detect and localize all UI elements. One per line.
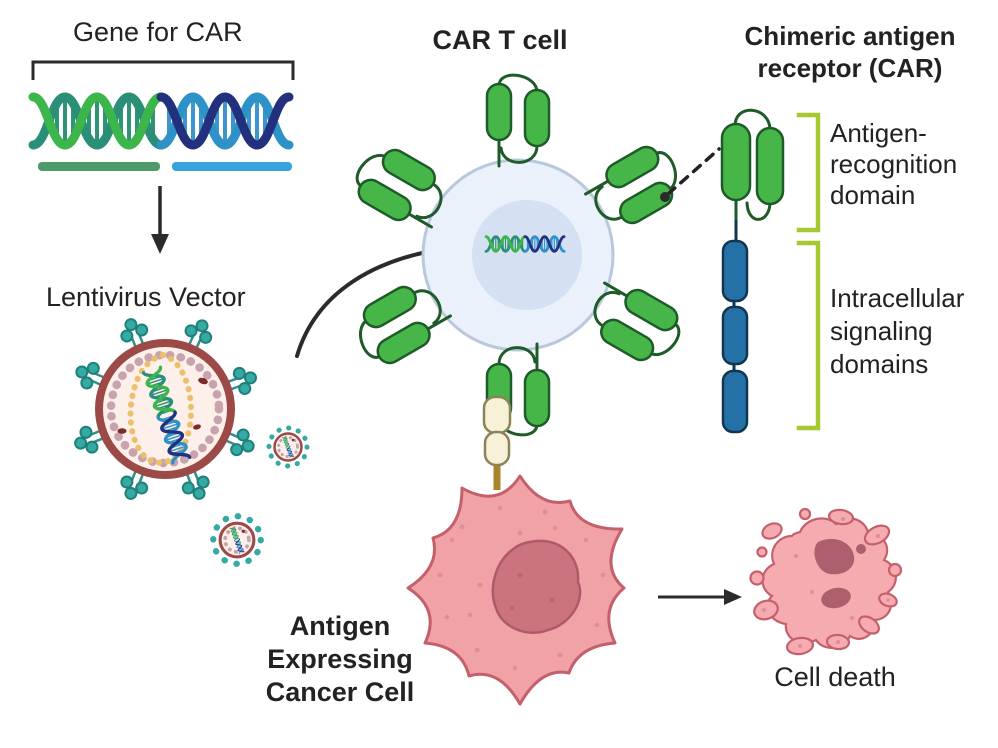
antigen-capsule-bottom: [483, 430, 511, 467]
antigen-domain-bracket: [796, 112, 821, 233]
t-cell-nucleus: [472, 200, 582, 310]
cancer-cell-label: Antigen Expressing Cancer Cell: [265, 611, 415, 707]
callout-dashed-line: [666, 147, 721, 196]
callout-dot: [660, 192, 670, 202]
car-t-cell-title: CAR T cell: [432, 25, 568, 55]
gene-span-bracket: [31, 60, 295, 80]
gene-segment-bar-green: [38, 162, 160, 171]
apoptotic-bodies: [749, 507, 903, 656]
antigen-capsule-top: [482, 395, 512, 435]
cell-death-label: Cell death: [774, 662, 896, 692]
chimeric-antigen-receptor-title: Chimeric antigen receptor (CAR): [744, 21, 956, 83]
small-virus-1: [269, 428, 307, 466]
antigen-recognition-domain-label: Antigen-recognition domain: [830, 118, 958, 210]
small-virus-2: [213, 516, 261, 564]
signaling-domain-bracket: [796, 240, 821, 431]
signaling-domain-2: [721, 305, 749, 366]
signaling-domain-3: [721, 369, 749, 434]
gene-construct: [31, 60, 295, 254]
lentivirus-label: Lentivirus Vector: [46, 282, 246, 312]
intracellular-signaling-domains-label: Intracellular signaling domains: [830, 283, 965, 379]
gene-dna-helix: [33, 97, 289, 145]
arrow-cell-to-death: [658, 589, 742, 605]
signaling-domain-1: [721, 239, 749, 303]
cancer-cell-figure: [406, 474, 626, 706]
gene-segment-bar-blue: [172, 162, 292, 171]
antigen-recognition-capsule-left: [720, 122, 752, 202]
arrow-gene-to-vector-head: [151, 234, 169, 254]
virus-capsid-dotted-core: [127, 351, 194, 466]
cancer-cell-speckles: [437, 505, 606, 671]
gene-title: Gene for CAR: [73, 17, 243, 47]
car-t-cell-figure: [345, 73, 691, 437]
cell-death-figure: [749, 507, 903, 656]
cancer-cell-nucleus: [491, 539, 582, 635]
tumor-antigen: [482, 395, 512, 490]
lentivirus-virion: [69, 313, 307, 564]
antigen-recognition-capsule-right: [755, 126, 785, 206]
nucleus-fragment-1: [814, 538, 855, 575]
virus-matrix-bead-ring: [106, 350, 224, 468]
nucleus-fragment-2: [821, 587, 851, 609]
car-structure: [660, 108, 821, 434]
